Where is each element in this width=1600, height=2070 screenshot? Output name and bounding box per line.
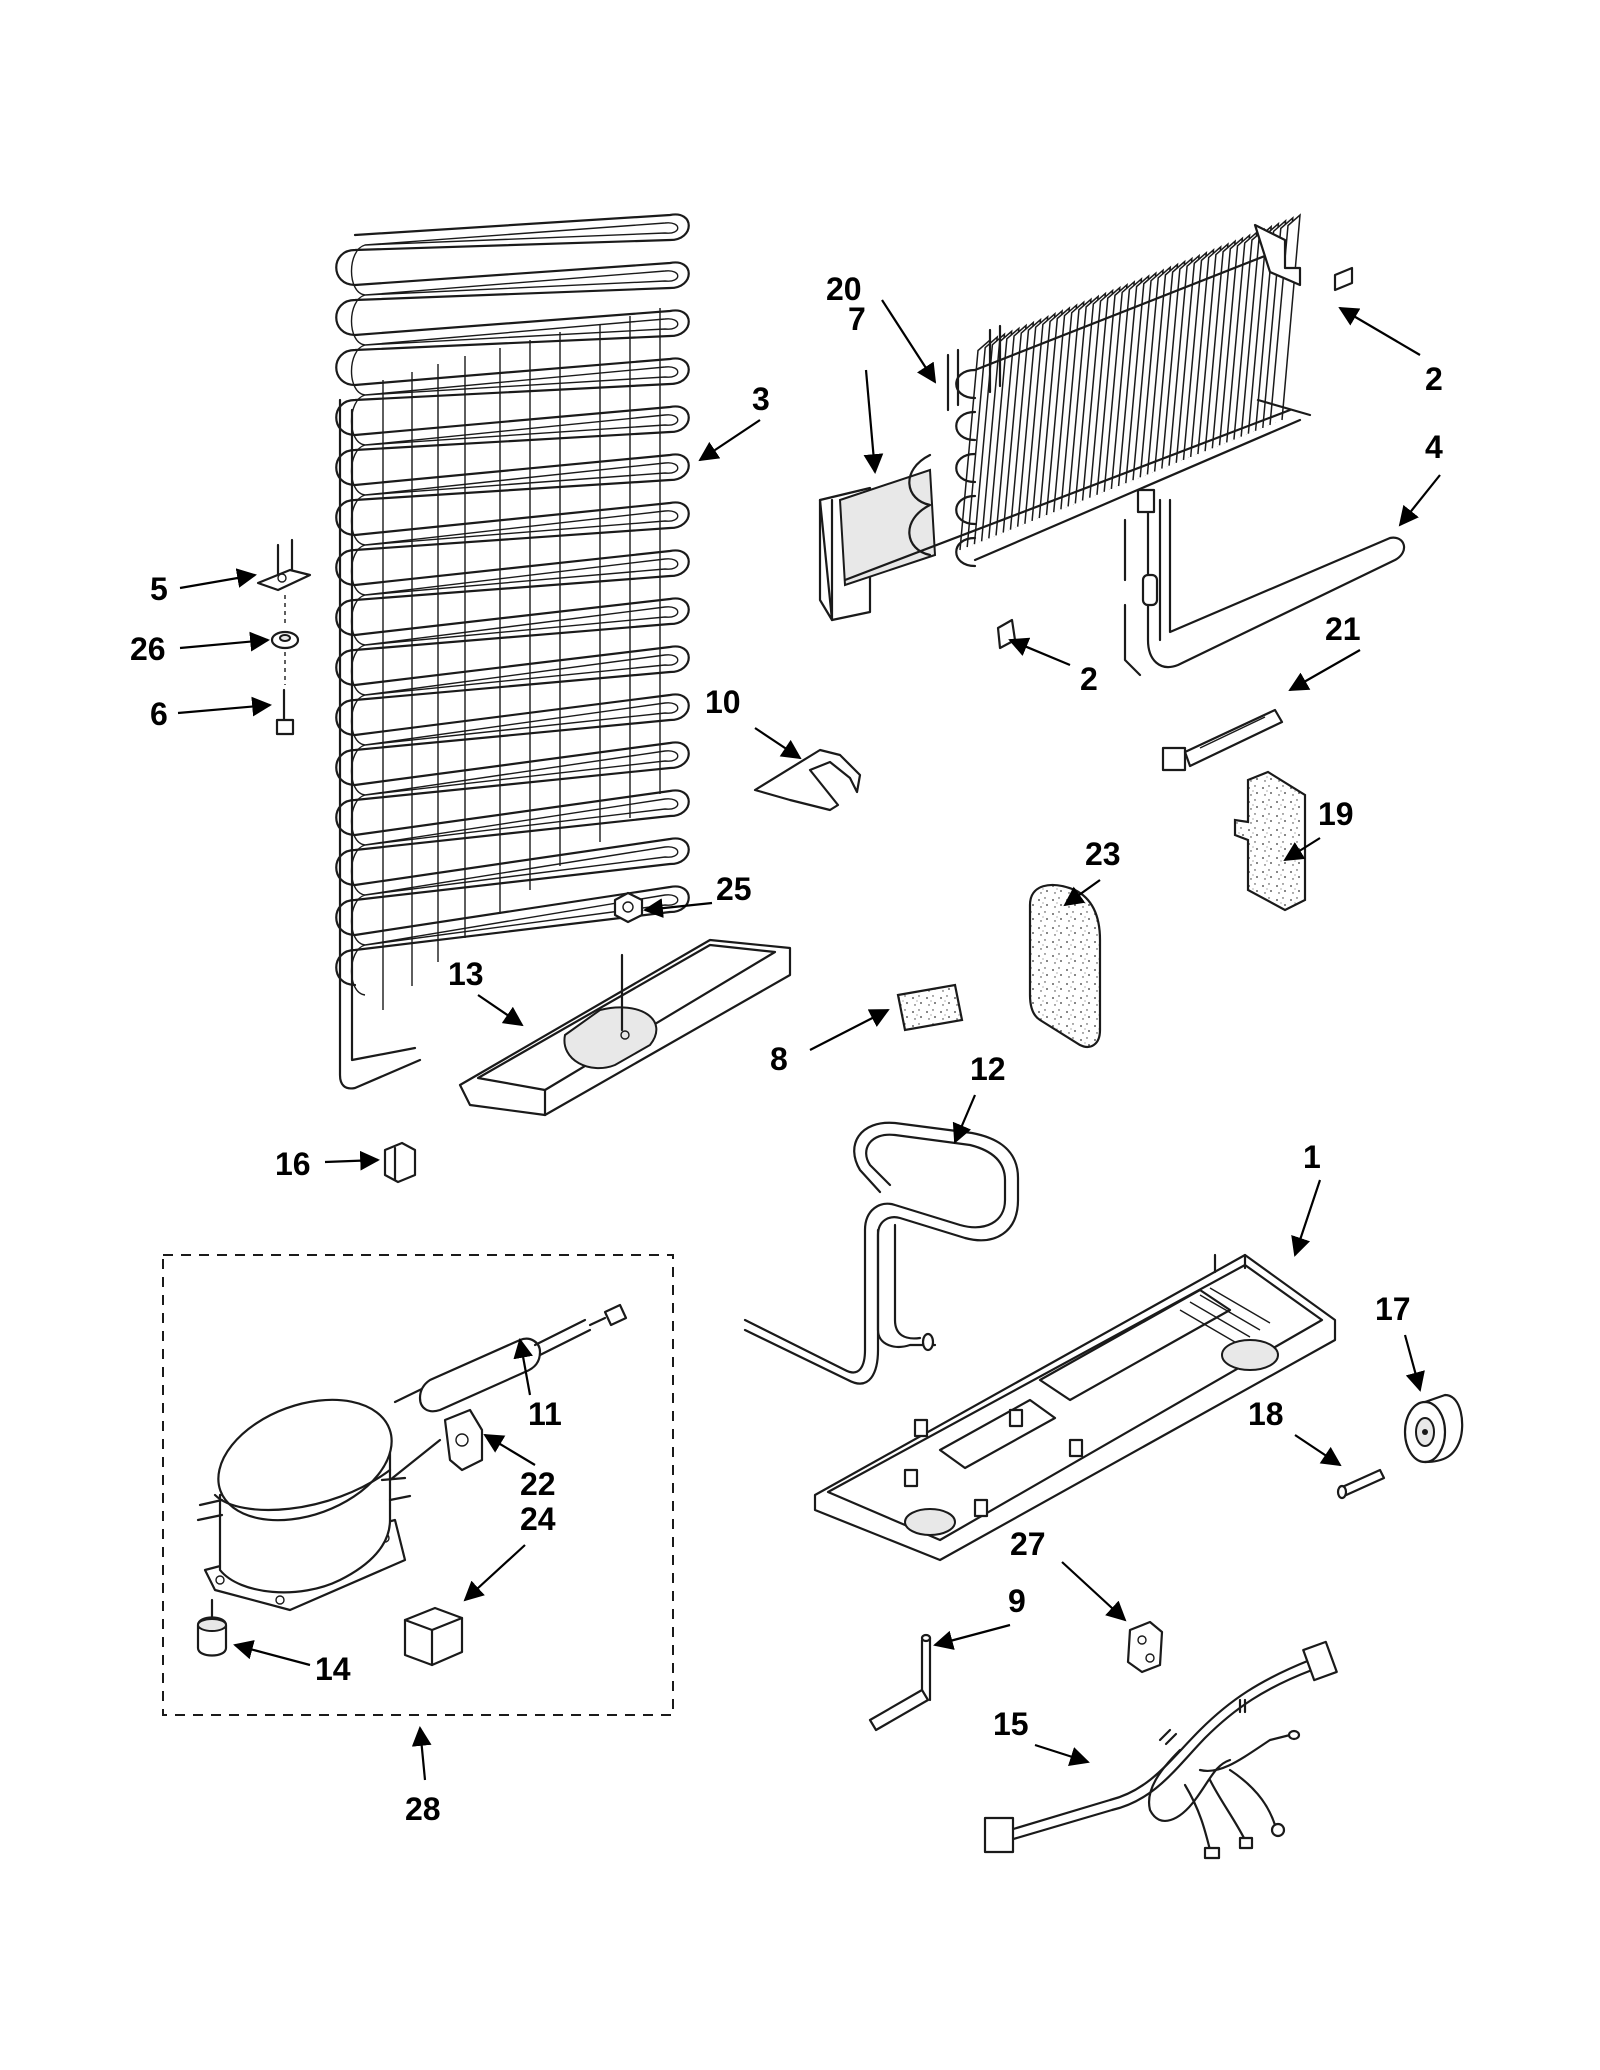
callout-25: 25 xyxy=(716,871,752,907)
callout-15: 15 xyxy=(993,1706,1029,1742)
leader-4 xyxy=(1398,474,1441,527)
leader-27 xyxy=(1061,1561,1127,1622)
callout-20: 20 xyxy=(826,271,862,307)
condenser-tube-outer xyxy=(335,213,690,987)
callout-14: 14 xyxy=(315,1651,351,1687)
leader-26 xyxy=(179,631,270,652)
callout-1: 1 xyxy=(1303,1139,1321,1175)
callout-2-top: 2 xyxy=(1425,361,1443,397)
leader-10 xyxy=(754,727,802,760)
cable-tie xyxy=(1161,708,1284,772)
leader-8 xyxy=(809,1009,890,1051)
evaporator-tube-bend xyxy=(955,452,977,484)
leader-7 xyxy=(863,369,884,474)
wire-clip-10 xyxy=(753,748,862,812)
bracket-27 xyxy=(1126,1620,1164,1674)
leader-19 xyxy=(1283,837,1321,862)
callout-26: 26 xyxy=(130,631,166,667)
callout-7: 7 xyxy=(848,301,866,337)
callout-5: 5 xyxy=(150,571,168,607)
evaporator-tube-bend xyxy=(955,410,977,442)
leader-14 xyxy=(233,1640,311,1667)
foam-block-19 xyxy=(1233,770,1307,912)
callout-19: 19 xyxy=(1318,796,1354,832)
foam-block-23 xyxy=(1028,883,1102,1048)
callout-9: 9 xyxy=(1008,1583,1026,1619)
callout-18: 18 xyxy=(1248,1396,1284,1432)
callout-23: 23 xyxy=(1085,836,1121,872)
washer-26 xyxy=(270,630,300,650)
callout-16: 16 xyxy=(275,1146,311,1182)
condenser-tube-inner xyxy=(350,222,679,996)
callout-24: 24 xyxy=(520,1501,556,1537)
leader-23 xyxy=(1063,879,1101,907)
callout-8: 8 xyxy=(770,1041,788,1077)
callout-10: 10 xyxy=(705,684,741,720)
clip-16 xyxy=(383,1141,417,1184)
evaporator xyxy=(818,213,1354,650)
roller-17 xyxy=(1403,1393,1464,1464)
evaporator-tube-bend xyxy=(955,368,977,400)
leader-9 xyxy=(933,1623,1011,1650)
callout-12: 12 xyxy=(970,1051,1006,1087)
callout-3: 3 xyxy=(752,381,770,417)
callout-17: 17 xyxy=(1375,1291,1411,1327)
grommet-14 xyxy=(196,1598,228,1657)
condenser-leg xyxy=(338,398,422,1090)
wiring-harness-15 xyxy=(983,1640,1338,1860)
leader-12 xyxy=(952,1094,977,1144)
compressor-kit-boundary-28 xyxy=(162,1254,674,1716)
leader-17 xyxy=(1403,1334,1425,1392)
callout-22: 22 xyxy=(520,1466,556,1502)
screw-6 xyxy=(275,688,295,736)
leader-5 xyxy=(179,568,257,590)
condenser-coil xyxy=(335,213,690,1090)
callout-27: 27 xyxy=(1010,1526,1046,1562)
leader-28 xyxy=(411,1726,432,1781)
foam-pad-8 xyxy=(896,983,964,1032)
callout-21: 21 xyxy=(1325,611,1361,647)
evaporator-tube-bend xyxy=(955,536,977,568)
callout-28: 28 xyxy=(405,1791,441,1827)
leader-25 xyxy=(643,898,713,918)
drain-pan-13 xyxy=(458,938,792,1117)
callout-13: 13 xyxy=(448,956,484,992)
callout-2-mid: 2 xyxy=(1080,661,1098,697)
bracket-5 xyxy=(256,538,312,592)
pin-18 xyxy=(1336,1468,1386,1500)
tubing-12 xyxy=(743,1121,1020,1385)
leader-15 xyxy=(1034,1743,1090,1766)
relay-24 xyxy=(403,1606,464,1667)
leader-6 xyxy=(177,696,272,717)
leader-22 xyxy=(483,1433,536,1466)
leader-1 xyxy=(1291,1179,1322,1257)
nut-25 xyxy=(613,891,644,924)
callout-6: 6 xyxy=(150,696,168,732)
drier-11 xyxy=(393,1303,628,1413)
leader-24 xyxy=(463,1544,526,1602)
leader-18 xyxy=(1294,1434,1342,1467)
overload-22 xyxy=(443,1408,484,1472)
leader-11 xyxy=(513,1338,533,1396)
tube-9 xyxy=(868,1633,932,1732)
leader-2-mid xyxy=(1008,637,1071,667)
callout-4: 4 xyxy=(1425,429,1443,465)
leader-13 xyxy=(477,994,524,1027)
defrost-heater xyxy=(1123,488,1406,677)
compressor xyxy=(196,1398,442,1612)
evaporator-tube-bend xyxy=(955,494,977,526)
callout-11: 11 xyxy=(528,1396,562,1432)
screw-2-top xyxy=(1333,266,1354,292)
leader-20 xyxy=(881,299,937,384)
screw-2-mid xyxy=(996,618,1017,650)
leader-21 xyxy=(1288,649,1361,691)
leader-2-top xyxy=(1338,306,1421,356)
base-pan-1 xyxy=(813,1253,1337,1562)
leader-16 xyxy=(324,1150,380,1171)
callouts: 1 2 2 3 4 5 6 7 8 9 10 11 12 13 14 15 16 xyxy=(130,271,1443,1827)
leader-3 xyxy=(698,419,761,462)
